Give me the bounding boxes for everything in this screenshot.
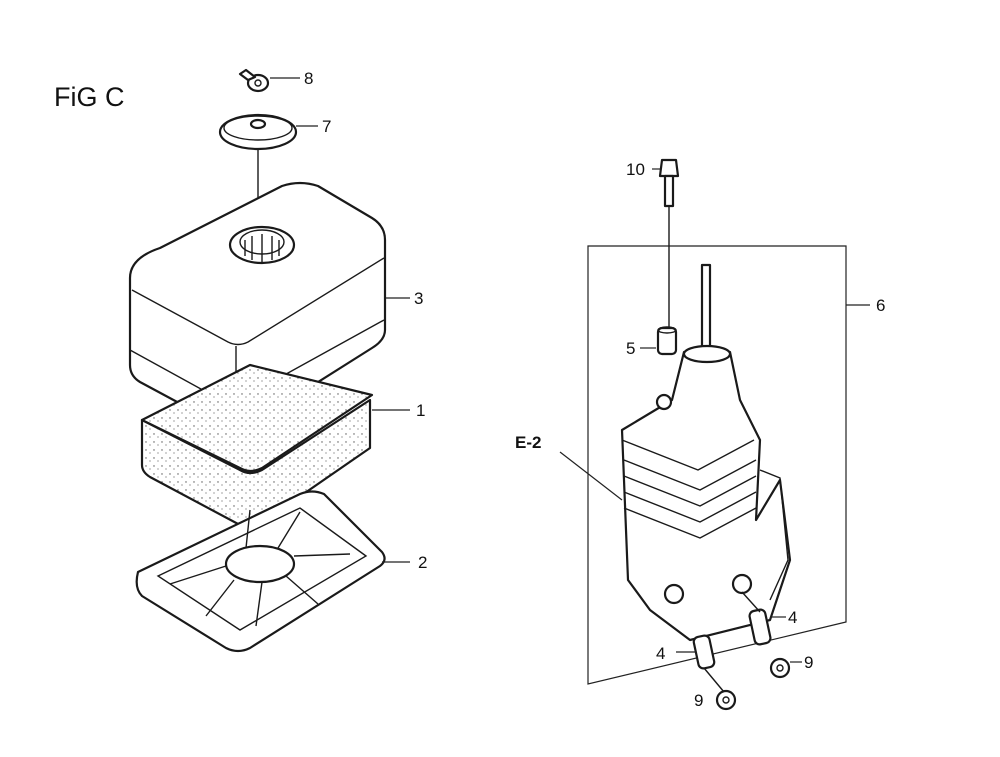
figure-title: FiG C xyxy=(54,82,125,112)
callout-4-right: 4 xyxy=(788,608,798,627)
callout-2: 2 xyxy=(418,553,428,572)
wing-nut xyxy=(238,68,270,93)
callout-5: 5 xyxy=(626,339,636,358)
air-cleaner-base xyxy=(135,490,386,653)
callout-3: 3 xyxy=(414,289,424,308)
callout-6: 6 xyxy=(876,296,886,315)
assembly-outline xyxy=(587,245,847,685)
callout-4-lower: 4 xyxy=(656,644,666,663)
bolt xyxy=(658,158,680,208)
stud-lower xyxy=(692,634,716,670)
flange-nut-right xyxy=(769,657,791,679)
callout-8: 8 xyxy=(304,69,314,88)
stud-right xyxy=(748,608,772,646)
collar xyxy=(656,326,678,356)
flange-nut-lower xyxy=(715,689,737,711)
air-cleaner-cap xyxy=(218,113,298,151)
callout-10: 10 xyxy=(626,160,645,179)
callout-7: 7 xyxy=(322,117,332,136)
intake-elbow xyxy=(620,263,792,642)
air-cleaner-cover xyxy=(128,181,387,431)
callout-9-right: 9 xyxy=(804,653,814,672)
callout-9-lower: 9 xyxy=(694,691,704,710)
callout-1: 1 xyxy=(416,401,426,420)
callout-e2: E-2 xyxy=(515,433,542,452)
